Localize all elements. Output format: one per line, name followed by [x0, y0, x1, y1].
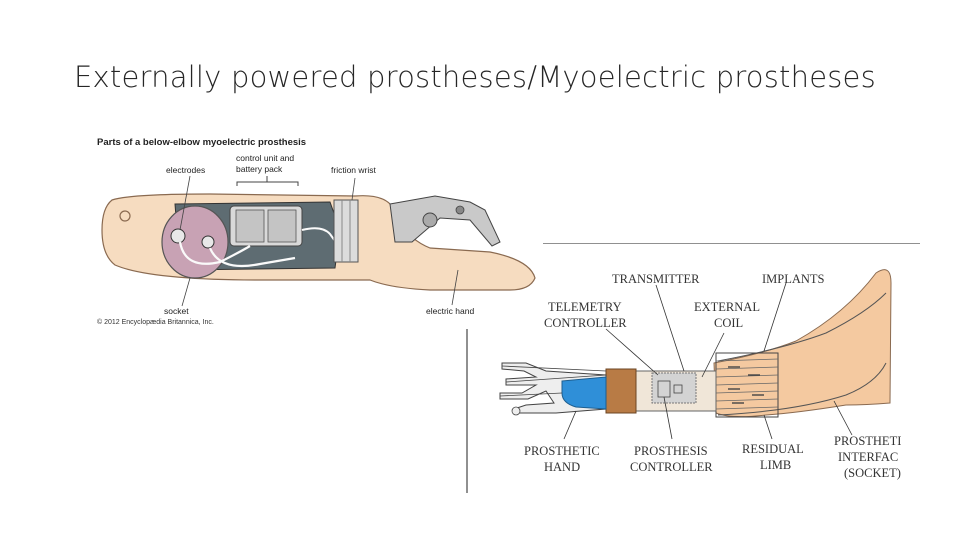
label-prosthesis-controller-line2: CONTROLLER: [630, 460, 713, 474]
friction-wrist: [333, 199, 359, 263]
label-transmitter: TRANSMITTER: [612, 272, 700, 286]
electrode: [201, 235, 215, 249]
wire: [301, 227, 341, 249]
copyright-notice: © 2012 Encyclopædia Britannica, Inc.: [97, 318, 214, 326]
electric-hand-mechanism: [389, 195, 501, 247]
label-external-coil-line1: EXTERNAL: [694, 300, 760, 314]
electrode: [170, 228, 186, 244]
coil-windings: [715, 358, 779, 410]
leader-lines: [563, 282, 853, 440]
hand-electronics: [561, 376, 607, 410]
label-residual-limb-line2: LIMB: [760, 458, 791, 472]
label-electrodes: electrodes: [166, 165, 205, 175]
hand-gear: [422, 212, 438, 228]
transmitter: [651, 372, 697, 404]
label-interface-line1: PROSTHETI: [834, 434, 901, 448]
label-friction-wrist: friction wrist: [331, 165, 377, 175]
label-telemetry-line2: CONTROLLER: [544, 316, 627, 330]
label-prosthetic-hand-line1: PROSTHETIC: [524, 444, 600, 458]
label-residual-limb-line1: RESIDUAL: [742, 442, 804, 456]
mounting-hole: [119, 210, 131, 222]
myoelectric-prosthesis-diagram: Parts of a below-elbow myoelectric prost…: [97, 137, 536, 326]
label-socket: socket: [164, 306, 189, 316]
slide-title: Externally powered prostheses/Myoelectri…: [74, 60, 876, 94]
label-implants: IMPLANTS: [762, 272, 825, 286]
wire: [208, 247, 296, 268]
label-telemetry-line1: TELEMETRY: [548, 300, 622, 314]
label-control-unit-line2: battery pack: [236, 164, 283, 174]
implant-telemetry-diagram: TRANSMITTER IMPLANTS TELEMETRY CONTROLLE…: [466, 243, 920, 493]
diagram-heading: Parts of a below-elbow myoelectric prost…: [97, 137, 306, 148]
label-prosthetic-hand-line2: HAND: [544, 460, 580, 474]
wire: [178, 241, 251, 265]
residual-limb: [713, 269, 892, 418]
label-prosthesis-controller-line1: PROSTHESIS: [634, 444, 708, 458]
socket: [161, 205, 229, 279]
socket-interface-outline: [717, 292, 887, 362]
control-unit-bracket: [236, 181, 299, 186]
label-electric-hand: electric hand: [426, 306, 474, 316]
label-control-unit-line1: control unit and: [236, 153, 294, 163]
label-interface-line3: (SOCKET): [844, 466, 901, 480]
implants: [728, 366, 764, 404]
prosthetic-wrist: [605, 368, 637, 414]
label-interface-line2: INTERFAC: [838, 450, 898, 464]
label-external-coil-line2: COIL: [714, 316, 743, 330]
